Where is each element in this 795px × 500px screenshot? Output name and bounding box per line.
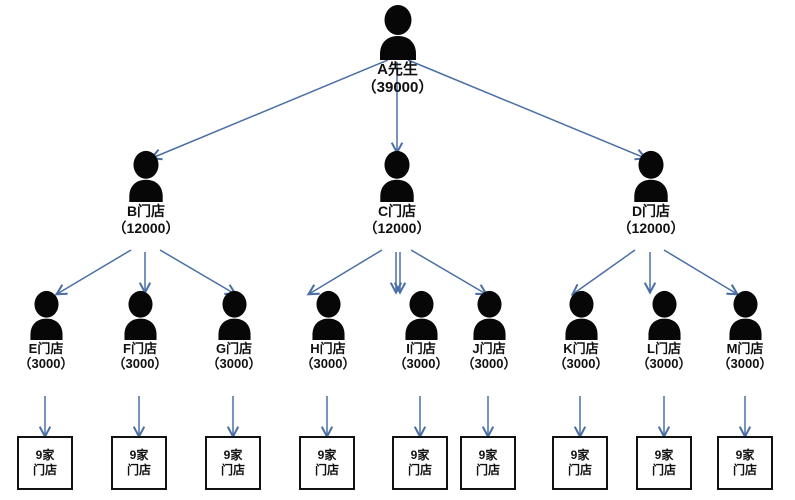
node-label: C门店 （12000） <box>341 203 453 236</box>
person-silhouette-icon <box>647 290 681 340</box>
person-silhouette-icon <box>380 150 414 202</box>
leaf-box[interactable]: 9家 门店 <box>636 436 692 490</box>
leaf-line-1: 9家 <box>410 448 430 463</box>
leaf-line-2: 门店 <box>32 463 57 477</box>
node-i[interactable]: I门店 （3000） <box>375 290 467 372</box>
node-e[interactable]: E门店 （3000） <box>0 290 92 372</box>
node-b[interactable]: B门店 （12000） <box>90 150 202 236</box>
node-value: （3000） <box>300 356 356 372</box>
node-k[interactable]: K门店 （3000） <box>535 290 627 372</box>
leaf-box[interactable]: 9家 门店 <box>17 436 73 490</box>
node-value: （3000） <box>636 356 692 372</box>
leaf-line-1: 9家 <box>654 448 674 463</box>
node-label: B门店 （12000） <box>90 203 202 236</box>
node-value: （3000） <box>18 356 74 372</box>
node-f[interactable]: F门店 （3000） <box>94 290 186 372</box>
leaf-line-1: 9家 <box>35 448 55 463</box>
node-label: K门店 （3000） <box>535 341 627 372</box>
leaf-line-2: 门店 <box>126 463 151 477</box>
leaf-line-2: 门店 <box>314 463 339 477</box>
node-value: （39000） <box>361 78 434 96</box>
person-silhouette-icon <box>404 290 438 340</box>
node-value: （12000） <box>617 219 685 236</box>
leaf-line-2: 门店 <box>475 463 500 477</box>
leaf-line-1: 9家 <box>223 448 243 463</box>
leaf-line-1: 9家 <box>129 448 149 463</box>
node-root-a[interactable]: A先生 （39000） <box>340 4 455 96</box>
node-value: （12000） <box>112 219 180 236</box>
node-c[interactable]: C门店 （12000） <box>341 150 453 236</box>
person-silhouette-icon <box>311 290 345 340</box>
leaf-box[interactable]: 9家 门店 <box>717 436 773 490</box>
leaf-line-2: 门店 <box>651 463 676 477</box>
leaf-box[interactable]: 9家 门店 <box>111 436 167 490</box>
node-name: M门店 <box>726 341 764 356</box>
node-value: （3000） <box>461 356 517 372</box>
node-value: （3000） <box>206 356 262 372</box>
leaf-line-1: 9家 <box>735 448 755 463</box>
node-label: E门店 （3000） <box>0 341 92 372</box>
node-label: A先生 （39000） <box>340 61 455 96</box>
person-silhouette-icon <box>379 5 416 60</box>
node-label: F门店 （3000） <box>94 341 186 372</box>
node-value: （3000） <box>112 356 168 372</box>
person-silhouette-icon <box>472 290 506 340</box>
node-label: L门店 （3000） <box>618 341 710 372</box>
leaf-line-2: 门店 <box>732 463 757 477</box>
node-label: J门店 （3000） <box>443 341 535 372</box>
node-value: （3000） <box>717 356 773 372</box>
node-name: K门店 <box>563 341 599 356</box>
node-j[interactable]: J门店 （3000） <box>443 290 535 372</box>
node-label: H门店 （3000） <box>282 341 374 372</box>
leaf-box[interactable]: 9家 门店 <box>460 436 516 490</box>
node-label: I门店 （3000） <box>375 341 467 372</box>
person-silhouette-icon <box>129 150 163 202</box>
leaf-line-2: 门店 <box>407 463 432 477</box>
node-name: I门店 <box>406 341 436 356</box>
node-value: （3000） <box>393 356 449 372</box>
person-silhouette-icon <box>728 290 762 340</box>
node-label: D门店 （12000） <box>595 203 707 236</box>
node-name: G门店 <box>215 341 253 356</box>
person-silhouette-icon <box>564 290 598 340</box>
node-name: J门店 <box>472 341 506 356</box>
leaf-line-2: 门店 <box>220 463 245 477</box>
leaf-box[interactable]: 9家 门店 <box>552 436 608 490</box>
node-name: D门店 <box>631 203 671 219</box>
node-value: （12000） <box>363 219 431 236</box>
leaf-line-1: 9家 <box>317 448 337 463</box>
node-d[interactable]: D门店 （12000） <box>595 150 707 236</box>
node-h[interactable]: H门店 （3000） <box>282 290 374 372</box>
leaf-box[interactable]: 9家 门店 <box>299 436 355 490</box>
node-name: L门店 <box>647 341 681 356</box>
person-silhouette-icon <box>634 150 668 202</box>
node-name: B门店 <box>126 203 166 219</box>
leaf-box[interactable]: 9家 门店 <box>392 436 448 490</box>
person-silhouette-icon <box>217 290 251 340</box>
leaf-line-1: 9家 <box>570 448 590 463</box>
node-name: H门店 <box>310 341 346 356</box>
leaf-box[interactable]: 9家 门店 <box>205 436 261 490</box>
node-value: （3000） <box>553 356 609 372</box>
node-name: E门店 <box>28 341 64 356</box>
leaf-line-1: 9家 <box>478 448 498 463</box>
node-name: F门店 <box>123 341 157 356</box>
person-silhouette-icon <box>29 290 63 340</box>
node-name: C门店 <box>377 203 417 219</box>
node-m[interactable]: M门店 （3000） <box>699 290 791 372</box>
leaf-line-2: 门店 <box>567 463 592 477</box>
node-name: A先生 <box>377 61 418 78</box>
person-silhouette-icon <box>123 290 157 340</box>
node-label: M门店 （3000） <box>699 341 791 372</box>
node-label: G门店 （3000） <box>188 341 280 372</box>
node-g[interactable]: G门店 （3000） <box>188 290 280 372</box>
node-l[interactable]: L门店 （3000） <box>618 290 710 372</box>
